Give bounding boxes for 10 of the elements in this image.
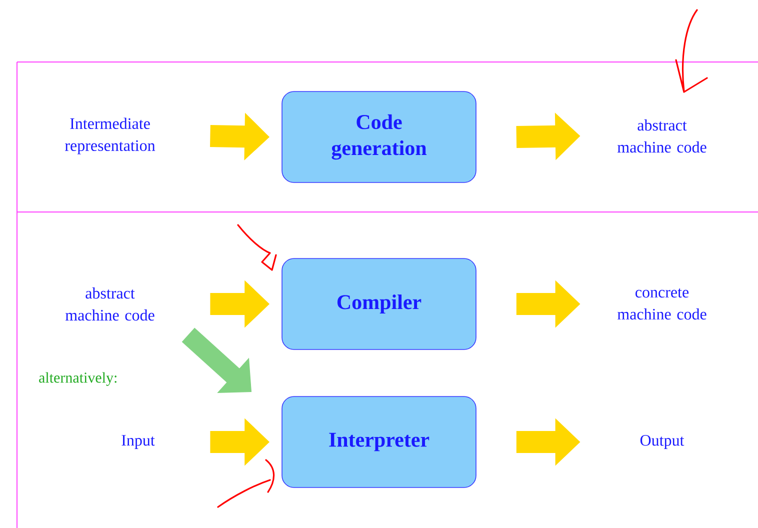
text-label: concrete machine code	[617, 288, 706, 320]
text-label: abstract machine code	[65, 287, 154, 321]
process-box: Code generation	[282, 91, 476, 183]
text-label: Input	[122, 435, 155, 449]
process-box: Compiler	[282, 258, 476, 350]
text-label: Intermediate representation	[65, 118, 156, 154]
note-text: alternatively:	[39, 372, 116, 386]
text-label: Output	[640, 435, 684, 449]
process-box: Interpreter	[282, 396, 476, 488]
text-label: abstract machine code	[617, 119, 706, 153]
